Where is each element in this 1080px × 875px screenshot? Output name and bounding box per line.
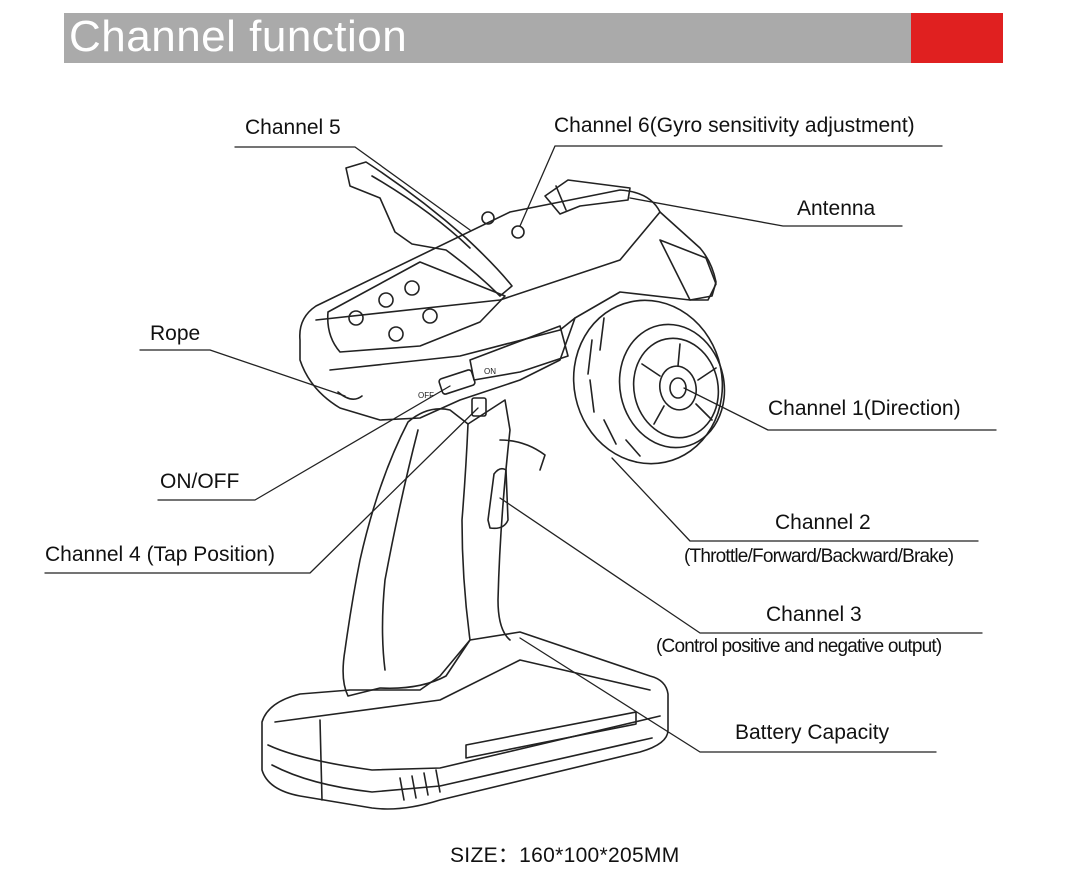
label-channel1: Channel 1(Direction): [768, 397, 961, 420]
label-channel4: Channel 4 (Tap Position): [45, 543, 275, 566]
base-vents: [399, 769, 441, 801]
body-side-line: [329, 317, 576, 371]
page-title: Channel function: [69, 12, 408, 61]
base-lower-edge: [271, 737, 653, 793]
leader-lines: [44, 145, 997, 753]
base-top-edge: [274, 659, 651, 723]
ch4-switch: [471, 397, 487, 417]
trim-knob: [404, 280, 420, 296]
leader-channel5: [234, 146, 471, 231]
trim-knob: [378, 292, 394, 308]
header-bar: [64, 13, 1003, 63]
rope-loop: [337, 391, 363, 400]
label-channel2: Channel 2: [775, 511, 871, 534]
steering-mount: [659, 239, 717, 301]
throttle-trigger: [487, 467, 509, 530]
steering-wheel: [572, 299, 726, 465]
base-front-face: [267, 715, 661, 771]
leader-channel1: [683, 387, 997, 431]
label-on-off: ON/OFF: [160, 470, 240, 493]
label-channel2-sub: (Throttle/Forward/Backward/Brake): [684, 546, 954, 567]
leader-channel2: [611, 457, 979, 542]
label-channel3: Channel 3: [766, 603, 862, 626]
leader-channel4: [44, 407, 479, 574]
body-top-ridge: [315, 211, 661, 321]
handle-grip: [342, 408, 471, 697]
flip-lid-inner: [371, 175, 471, 249]
handle-inner-edge: [381, 429, 419, 671]
trim-knob: [422, 308, 438, 324]
label-channel6: Channel 6(Gyro sensitivity adjustment): [554, 114, 915, 137]
leader-antenna: [629, 197, 903, 227]
base-outline: [261, 631, 669, 810]
handle-back-edge: [467, 399, 511, 641]
label-channel3-sub: (Control positive and negative output): [656, 636, 942, 657]
body-top-outline: [299, 189, 717, 421]
battery-window: [465, 711, 637, 759]
antenna-fin: [555, 185, 567, 211]
flip-lid: [345, 161, 513, 297]
switch-off-mark: OFF: [418, 391, 434, 400]
size-spec: SIZE：160*100*205MM: [450, 844, 680, 867]
leader-channel3: [499, 497, 983, 634]
leader-onoff: [157, 385, 451, 501]
knob-panel: [326, 261, 506, 353]
gyro-knob: [511, 225, 525, 239]
label-channel5: Channel 5: [245, 116, 341, 139]
switch-on-mark: ON: [484, 367, 496, 376]
gyro-knob: [481, 211, 495, 225]
header-accent-block: [911, 13, 1003, 63]
label-antenna: Antenna: [797, 197, 876, 220]
power-switch: [438, 369, 476, 395]
trim-knob: [348, 310, 364, 326]
trim-knob: [388, 326, 404, 342]
trigger-guard: [499, 439, 546, 471]
leader-battery: [519, 637, 937, 753]
label-battery: Battery Capacity: [735, 721, 890, 744]
label-rope: Rope: [150, 322, 201, 345]
base-seam: [319, 719, 323, 801]
leader-rope: [139, 349, 346, 397]
transmitter-illustration: OFF ON: [261, 161, 726, 810]
antenna-housing: [544, 179, 631, 215]
leader-channel6: [519, 145, 943, 227]
